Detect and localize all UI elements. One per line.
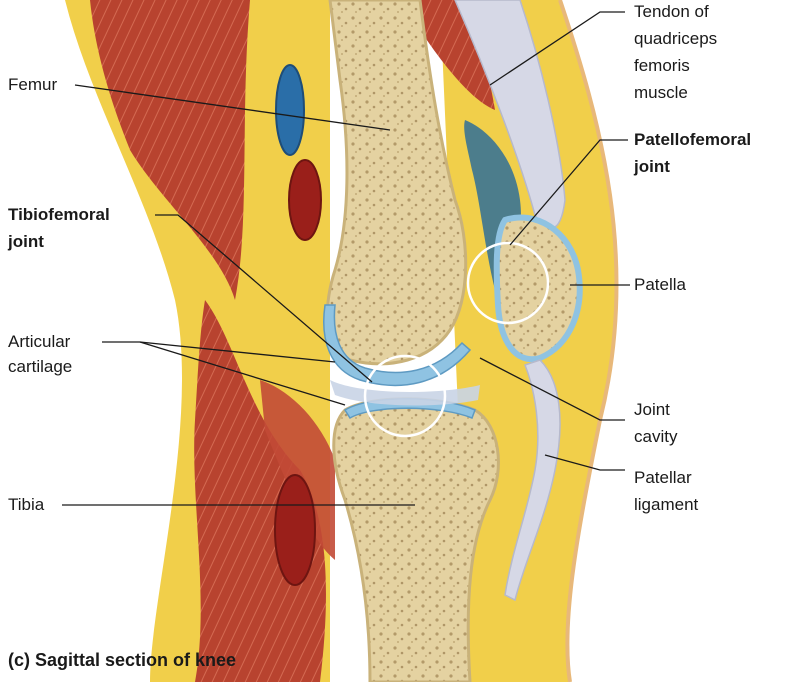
label-joint-cavity-line1: Joint	[634, 400, 670, 419]
label-patellofemoral-line1: Patellofemoral	[634, 130, 752, 149]
label-patella: Patella	[634, 275, 686, 294]
joint-space	[330, 380, 480, 406]
patellofemoral-joint-circle	[466, 241, 550, 325]
label-femur: Femur	[8, 75, 58, 94]
popliteal-vein	[275, 64, 305, 156]
gastrocnemius-muscle	[194, 300, 326, 682]
popliteus-muscle	[260, 380, 335, 560]
label-tibiofemoral-line2: joint	[8, 232, 44, 251]
label-tendon-line1: Tendon of	[634, 2, 709, 21]
label-tibia: Tibia	[8, 495, 45, 514]
label-patellar-ligament-line2: ligament	[634, 495, 699, 514]
label-patellofemoral-line2: joint	[634, 157, 670, 176]
label-articular-line2: cartilage	[8, 357, 73, 376]
label-tendon-line4: muscle	[634, 83, 688, 102]
tibiofemoral-joint-circle	[363, 354, 447, 438]
label-articular-line1: Articular	[8, 332, 71, 351]
patella-bone	[493, 214, 583, 363]
hamstring-muscle	[90, 0, 250, 300]
label-tendon-line2: quadriceps	[634, 29, 718, 48]
patellofemoral-leader	[509, 139, 628, 246]
leader-lines	[62, 11, 630, 506]
lower-vessel	[274, 474, 316, 586]
label-tibiofemoral-line1: Tibiofemoral	[8, 205, 110, 224]
tendon-leader	[489, 11, 625, 86]
figure-caption: (c) Sagittal section of knee	[8, 650, 237, 670]
patellar-ligament-leader	[544, 454, 625, 471]
label-tendon-line3: femoris	[634, 56, 690, 75]
joint-cavity-leader	[479, 357, 625, 421]
patellar-ligament	[504, 359, 561, 602]
skin-anterior	[558, 0, 619, 682]
label-patellar-ligament-line1: Patellar	[634, 468, 692, 487]
femur-leader	[74, 84, 391, 131]
articular-leader-2	[139, 341, 346, 406]
popliteal-artery	[288, 159, 322, 241]
femoral-cartilage	[323, 304, 472, 387]
label-joint-cavity-line2: cavity	[634, 427, 678, 446]
tibiofemoral-leader	[155, 214, 373, 383]
